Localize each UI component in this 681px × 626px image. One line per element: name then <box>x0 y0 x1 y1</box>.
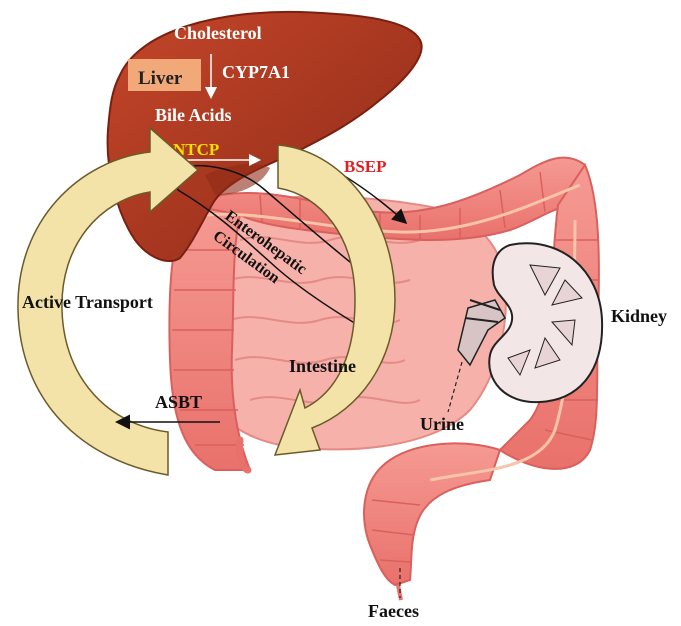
cholesterol-label: Cholesterol <box>174 23 262 43</box>
sigmoid-rectum <box>364 443 500 585</box>
urine-label: Urine <box>420 414 464 434</box>
intestine-label: Intestine <box>289 356 356 376</box>
cyp7a1-label: CYP7A1 <box>222 62 290 82</box>
bsep-label: BSEP <box>344 157 387 176</box>
asbt-label: ASBT <box>155 392 202 412</box>
active-transport-label: Active Transport <box>22 292 153 312</box>
kidney-label: Kidney <box>611 306 667 326</box>
faeces-label: Faeces <box>368 601 419 621</box>
liver-label: Liver <box>138 68 183 89</box>
bile-acids-label: Bile Acids <box>155 105 232 125</box>
